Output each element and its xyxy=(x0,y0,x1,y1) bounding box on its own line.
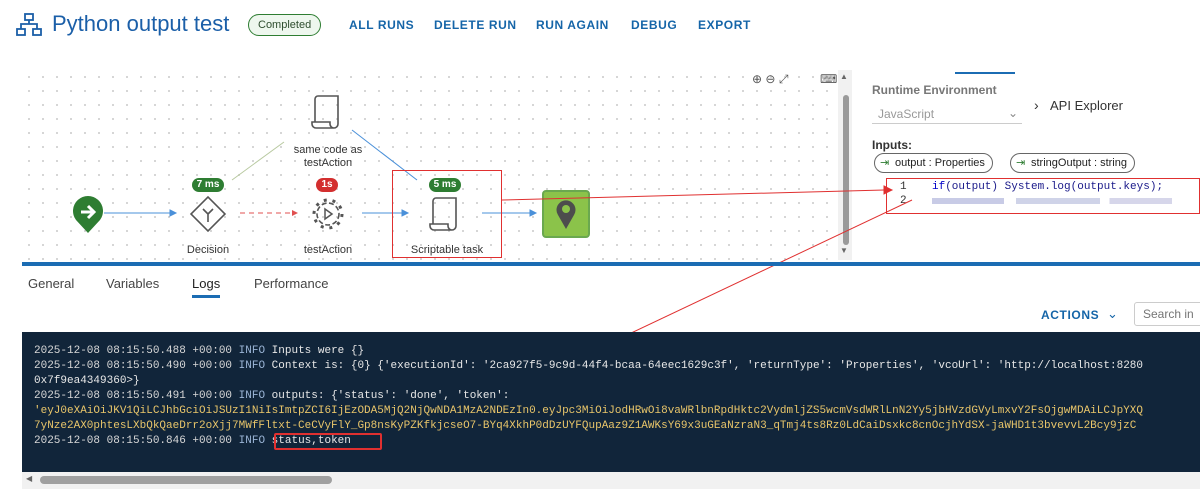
log-highlight xyxy=(274,433,382,450)
scroll-down-icon[interactable]: ▼ xyxy=(840,246,848,255)
log-level: INFO xyxy=(238,390,266,402)
zoom-in-icon[interactable]: ⊕ xyxy=(752,72,763,86)
tab-variables[interactable]: Variables xyxy=(106,276,160,291)
input-chip-output[interactable]: ⇥ output : Properties xyxy=(874,153,993,173)
page-title: Python output test xyxy=(52,11,230,36)
runtime-environment-label: Runtime Environment xyxy=(872,83,997,97)
workflow-hierarchy-icon xyxy=(16,13,42,42)
scriptable-task-node[interactable] xyxy=(428,194,462,239)
scriptable-task-duration-badge: 5 ms xyxy=(429,178,461,192)
script-editor-panel: Runtime Environment JavaScript ⌄ › API E… xyxy=(860,70,1200,260)
input-arrow-icon: ⇥ xyxy=(880,157,890,169)
log-timestamp: 2025-12-08 08:15:50.491 +00:00 xyxy=(34,390,233,402)
logs-scrollbar-thumb[interactable] xyxy=(40,476,332,484)
log-timestamp: 2025-12-08 08:15:50.488 +00:00 xyxy=(34,345,233,357)
status-badge: Completed xyxy=(248,14,322,36)
log-line: 2025-12-08 08:15:50.490 +00:00 INFO Cont… xyxy=(34,360,1143,372)
code-line-1[interactable]: if(output) System.log(output.keys); xyxy=(932,181,1163,193)
tab-performance[interactable]: Performance xyxy=(254,276,329,291)
tab-general[interactable]: General xyxy=(28,276,75,291)
log-line: 2025-12-08 08:15:50.488 +00:00 INFO Inpu… xyxy=(34,345,364,357)
log-line: 'eyJ0eXAiOiJKV1QiLCJhbGciOiJSUzI1NiIsImt… xyxy=(34,405,1143,417)
chevron-down-icon: ⌄ xyxy=(1007,106,1018,120)
input-chip-output-label: output : Properties xyxy=(895,157,985,169)
start-node[interactable] xyxy=(72,196,104,239)
export-button[interactable]: EXPORT xyxy=(698,18,751,32)
log-message: 0x7f9ea4349360>} xyxy=(34,375,140,387)
search-input[interactable] xyxy=(1134,302,1200,326)
log-timestamp: 2025-12-08 08:15:50.490 +00:00 xyxy=(34,360,233,372)
all-runs-link[interactable]: ALL RUNS xyxy=(349,18,415,32)
panel-tab-indicator xyxy=(955,72,1015,74)
log-message: status,token xyxy=(271,435,351,447)
run-again-button[interactable]: RUN AGAIN xyxy=(536,18,609,32)
gear-icon xyxy=(312,198,344,230)
fit-to-screen-icon[interactable]: ⤢ xyxy=(778,72,789,86)
code-line-2-blurred xyxy=(932,198,1172,204)
script-scroll-icon xyxy=(429,197,457,231)
keyboard-icon[interactable]: ⌨ xyxy=(820,72,838,86)
chevron-down-icon[interactable]: ⌄ xyxy=(1107,306,1118,321)
testaction-duration-badge: 1s xyxy=(316,178,338,192)
zoom-out-icon[interactable]: ⊖ xyxy=(765,72,776,86)
canvas-scrollbar-thumb[interactable] xyxy=(843,95,849,245)
scroll-up-icon[interactable]: ▲ xyxy=(840,72,848,81)
side-script-label-line1: same code as xyxy=(293,144,363,156)
side-script-label-line2: testAction xyxy=(303,157,353,169)
log-message: 7yNze2AX0phtesLXbQkQaeDrr2oXjj7MWfFltxt-… xyxy=(34,420,1137,432)
inputs-label: Inputs: xyxy=(872,138,912,152)
log-level: INFO xyxy=(238,345,266,357)
log-line: 2025-12-08 08:15:50.491 +00:00 INFO outp… xyxy=(34,390,509,402)
zoom-controls: ⊕ ⊖ ⤢ xyxy=(752,72,812,88)
log-line: 0x7f9ea4349360>} xyxy=(34,375,140,387)
delete-run-button[interactable]: DELETE RUN xyxy=(434,18,517,32)
side-script-node[interactable] xyxy=(310,92,344,137)
tab-logs[interactable]: Logs xyxy=(192,276,221,298)
code-line-number: 1 xyxy=(900,181,907,193)
scriptable-task-highlight xyxy=(392,170,502,258)
header: Python output test Completed ALL RUNS DE… xyxy=(0,0,1200,52)
details-tabs: General Variables Logs Performance xyxy=(22,262,1200,298)
decision-duration-badge: 7 ms xyxy=(192,178,224,192)
scriptable-task-label: Scriptable task xyxy=(410,244,484,256)
log-line: 7yNze2AX0phtesLXbQkQaeDrr2oXjj7MWfFltxt-… xyxy=(34,420,1136,432)
log-line: 2025-12-08 08:15:50.846 +00:00 INFO stat… xyxy=(34,435,351,447)
input-chip-stringoutput[interactable]: ⇥ stringOutput : string xyxy=(1010,153,1135,173)
input-arrow-icon: ⇥ xyxy=(1016,157,1026,169)
input-chip-stringoutput-label: stringOutput : string xyxy=(1031,157,1127,169)
chevron-right-icon[interactable]: › xyxy=(1034,97,1039,113)
code-keyword: if xyxy=(932,181,946,193)
runtime-environment-select[interactable]: JavaScript ⌄ xyxy=(872,104,1022,124)
log-level: INFO xyxy=(238,360,266,372)
actions-button[interactable]: ACTIONS xyxy=(1041,308,1100,322)
log-message: outputs: {'status': 'done', 'token': xyxy=(271,390,510,402)
arrow-right-icon xyxy=(73,196,103,233)
script-scroll-icon xyxy=(311,95,339,129)
testaction-node[interactable] xyxy=(308,194,348,239)
api-explorer-link[interactable]: API Explorer xyxy=(1050,98,1123,113)
code-text: (output) System.log(output.keys); xyxy=(945,181,1164,193)
scroll-left-icon[interactable]: ◀ xyxy=(26,474,33,483)
log-message: Inputs were {} xyxy=(271,345,365,357)
decision-diamond-icon xyxy=(189,195,227,233)
decision-node[interactable] xyxy=(188,194,228,239)
debug-button[interactable]: DEBUG xyxy=(631,18,678,32)
location-pin-icon xyxy=(556,200,576,229)
log-timestamp: 2025-12-08 08:15:50.846 +00:00 xyxy=(34,435,233,447)
testaction-label: testAction xyxy=(303,244,353,256)
logs-output[interactable]: 2025-12-08 08:15:50.488 +00:00 INFO Inpu… xyxy=(22,332,1200,472)
workflow-canvas[interactable]: 7 ms Decision same code as testAction 1s… xyxy=(22,70,852,260)
decision-label: Decision xyxy=(186,244,230,256)
log-message: Context is: {0} {'executionId': '2ca927f… xyxy=(271,360,1144,372)
workflow-connectors xyxy=(104,129,538,217)
log-level: INFO xyxy=(238,435,266,447)
runtime-environment-value: JavaScript xyxy=(878,107,935,121)
log-message: 'eyJ0eXAiOiJKV1QiLCJhbGciOiJSUzI1NiIsImt… xyxy=(34,405,1143,417)
code-line-number: 2 xyxy=(900,195,907,207)
